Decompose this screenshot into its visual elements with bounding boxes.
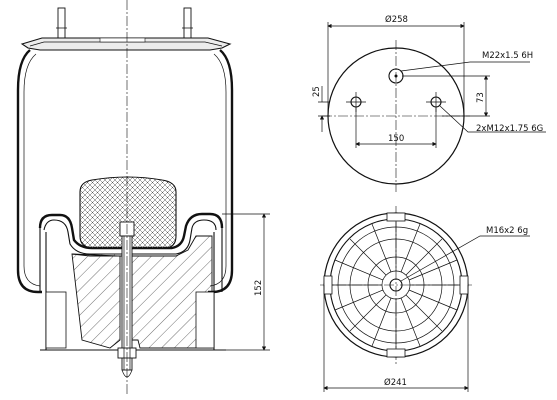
top-diameter-label: Ø258 (385, 14, 408, 25)
height-label: 152 (254, 280, 264, 296)
piston-ribs (330, 219, 462, 351)
section-view (16, 0, 234, 396)
bump-stop (79, 176, 177, 249)
vertical-offset-label: 73 (476, 92, 486, 103)
left-offset-label: 25 (312, 86, 322, 97)
stud-thread-label: 2xM12x1.75 6G (476, 124, 543, 134)
top-plate (20, 37, 232, 51)
bolt-spacing-label: 150 (388, 134, 404, 144)
bottom-diameter-label: Ø241 (384, 377, 407, 388)
bottom-thread-label: M16x2 6g (486, 226, 528, 236)
height-dimension: 152 (222, 213, 270, 351)
bellow-wall (16, 49, 234, 294)
bottom-view: Ø241 M16x2 6g (320, 206, 530, 392)
top-view: Ø258 150 25 73 M22x1.5 6H 2xM12x1.75 6G (312, 14, 546, 192)
air-inlet-thread-label: M22x1.5 6H (482, 51, 533, 61)
